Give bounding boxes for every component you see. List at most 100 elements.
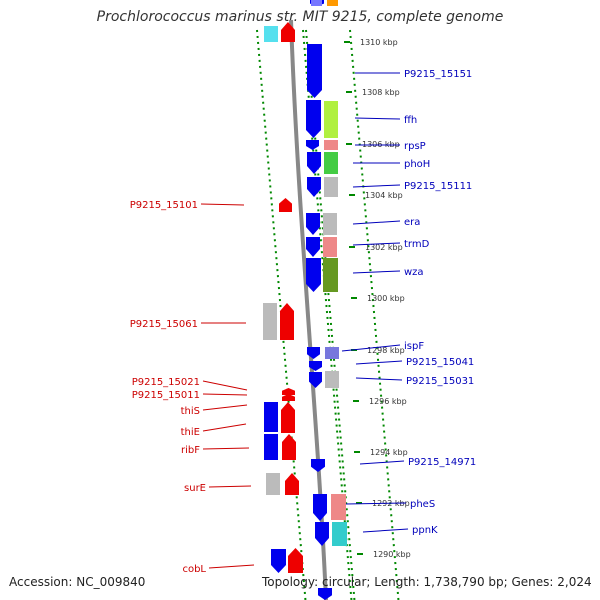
forward-gene-11	[309, 361, 322, 371]
tick-label-8: 1296 kbp	[369, 397, 407, 406]
reverse-gene-4	[282, 388, 295, 395]
pheS-block	[331, 494, 346, 520]
tick-label-6: 1300 kbp	[367, 294, 405, 303]
reverse-gene-9	[288, 548, 303, 573]
P9215_15111-block	[324, 177, 338, 197]
phoH-block	[324, 152, 338, 174]
forward-gene-3	[306, 100, 321, 138]
gene-label-P9215_15061: P9215_15061	[130, 319, 198, 330]
forward-gene-4	[306, 140, 319, 150]
forward-gene-13	[311, 459, 325, 472]
right-label-leader-10	[355, 360, 403, 365]
gene-label-P9215_15021: P9215_15021	[132, 377, 200, 388]
right-label-leader-8	[352, 270, 401, 274]
forward-gene-9	[306, 258, 321, 292]
reverse-gene-5	[282, 394, 295, 401]
gene-label-P9215_15151: P9215_15151	[404, 69, 472, 80]
gene-label-P9215_15031: P9215_15031	[406, 376, 474, 387]
forward-gene-5	[307, 152, 321, 174]
ispF-block	[325, 347, 339, 359]
forward-gene-6	[307, 177, 321, 197]
forward-gene-16	[271, 549, 286, 573]
right-label-leader-14	[362, 528, 409, 533]
right-label-leader-6	[352, 220, 401, 225]
right-label-leader-9	[341, 344, 401, 352]
gene-label-P9215_15041: P9215_15041	[406, 357, 474, 368]
left-label-leader-5	[202, 404, 248, 411]
ppnK-block	[332, 522, 347, 546]
blue-block-thiE	[264, 434, 278, 460]
gene-label-rpsP: rpsP	[404, 141, 426, 152]
gene-label-ppnK: ppnK	[412, 525, 438, 536]
left-label-leader-3	[202, 380, 248, 391]
P9215_15031-block	[325, 371, 339, 388]
reverse-gene-6	[281, 402, 295, 433]
reverse-gene-3	[280, 303, 294, 340]
gene-label-trmD: trmD	[404, 239, 430, 250]
right-label-leader-11	[355, 377, 403, 381]
blue-block-thiS	[264, 402, 278, 432]
forward-gene-2	[307, 44, 322, 98]
gene-label-surE: surE	[184, 483, 206, 494]
right-label-leader-12	[359, 460, 405, 465]
forward-gene-12	[309, 372, 322, 388]
tick-label-5: 1302 kbp	[365, 243, 403, 252]
trmD-block	[323, 237, 337, 257]
gene-label-P9215_14971: P9215_14971	[408, 457, 476, 468]
right-label-leader-7	[352, 242, 401, 246]
gene-label-ispF: ispF	[404, 341, 424, 352]
gene-label-era: era	[404, 217, 420, 228]
wza-block	[323, 258, 338, 292]
forward-gene-8	[306, 237, 320, 257]
forward-gene-14	[313, 494, 327, 521]
accession-text: Accession: NC_009840	[9, 575, 146, 589]
left-label-leader-1	[200, 203, 245, 206]
tick-label-1: 1310 kbp	[360, 38, 398, 47]
right-label-leader-13	[345, 502, 407, 505]
forward-gene-7	[306, 213, 320, 235]
gene-label-cobL: cobL	[182, 564, 206, 575]
rpsP-block	[324, 140, 338, 150]
genome-info-text: Topology: circular; Length: 1,738,790 bp…	[262, 575, 592, 589]
gene-label-ffh: ffh	[404, 115, 417, 126]
tick-label-2: 1308 kbp	[362, 88, 400, 97]
reverse-gene-8	[285, 473, 299, 495]
gene-label-phoH: phoH	[404, 159, 430, 170]
gene-label-P9215_15111: P9215_15111	[404, 181, 472, 192]
gene-label-thiE: thiE	[181, 427, 200, 438]
gray-block-1	[263, 303, 277, 340]
gene-label-P9215_15101: P9215_15101	[130, 200, 198, 211]
tick-label-9: 1294 kbp	[370, 448, 408, 457]
forward-gene-15	[315, 522, 329, 546]
ffh-block	[324, 101, 338, 138]
forward-gene-17	[318, 588, 332, 600]
top-block-blue	[311, 0, 322, 6]
left-label-leader-8	[208, 485, 252, 488]
gene-label-ribF: ribF	[181, 445, 200, 456]
gene-label-P9215_15011: P9215_15011	[132, 390, 200, 401]
gray-block-2	[266, 473, 280, 495]
gene-label-pheS: pheS	[410, 499, 435, 510]
map-title: Prochlorococcus marinus str. MIT 9215, c…	[96, 9, 504, 25]
gene-label-thiS: thiS	[181, 406, 200, 417]
reverse-gene-7	[282, 434, 296, 460]
left-label-leader-4	[202, 393, 248, 396]
left-label-leader-7	[202, 447, 250, 450]
forward-gene-10	[307, 347, 320, 359]
top-block-orange	[327, 0, 338, 6]
reverse-gene-2	[279, 198, 292, 212]
tick-label-11: 1290 kbp	[373, 550, 411, 559]
left-label-leader-6	[202, 423, 247, 432]
right-label-leader-5	[352, 184, 401, 188]
cyan-block	[264, 26, 278, 42]
era-block	[323, 213, 337, 235]
tick-label-7: 1298 kbp	[367, 346, 405, 355]
reverse-gene-1	[281, 22, 295, 42]
left-label-leader-9	[208, 564, 255, 569]
right-label-leader-2	[354, 117, 401, 120]
tick-label-4: 1304 kbp	[365, 191, 403, 200]
gene-label-wza: wza	[404, 267, 424, 278]
